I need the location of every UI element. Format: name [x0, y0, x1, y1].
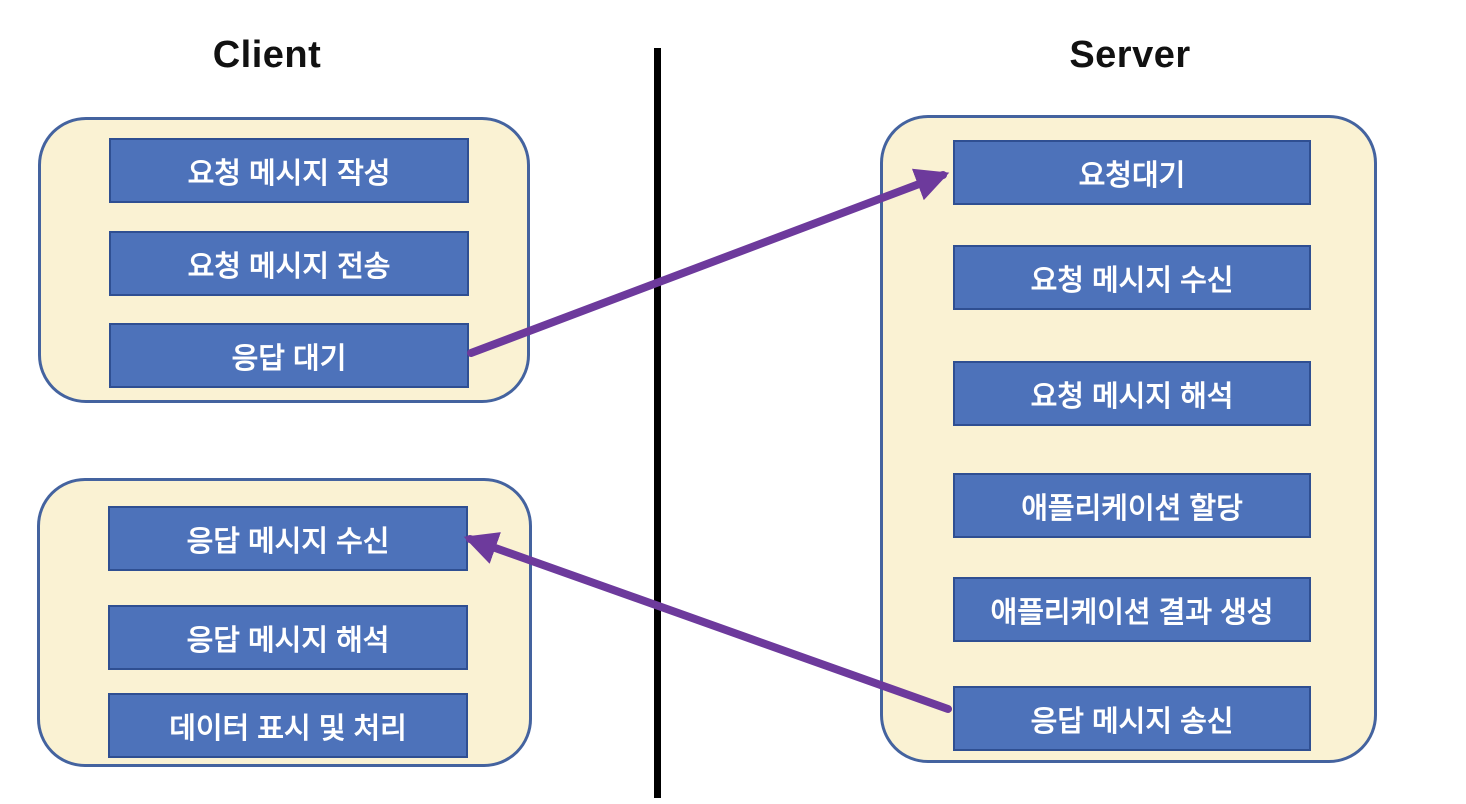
step-box: 응답 메시지 송신 [953, 686, 1311, 751]
step-box: 요청 메시지 작성 [109, 138, 469, 203]
step-box: 데이터 표시 및 처리 [108, 693, 468, 758]
step-box: 요청 메시지 해석 [953, 361, 1311, 426]
response-arrow [463, 532, 952, 713]
step-box: 요청 메시지 수신 [953, 245, 1311, 310]
step-box: 요청대기 [953, 140, 1311, 205]
step-box: 애플리케이션 할당 [953, 473, 1311, 538]
server-title: Server [1069, 34, 1191, 76]
request-arrow [467, 168, 950, 357]
step-box: 애플리케이션 결과 생성 [953, 577, 1311, 642]
step-box: 응답 대기 [109, 323, 469, 388]
step-box: 응답 메시지 수신 [108, 506, 468, 571]
step-box: 요청 메시지 전송 [109, 231, 469, 296]
client-server-divider [654, 48, 661, 798]
client-title: Client [212, 34, 322, 76]
step-box: 응답 메시지 해석 [108, 605, 468, 670]
